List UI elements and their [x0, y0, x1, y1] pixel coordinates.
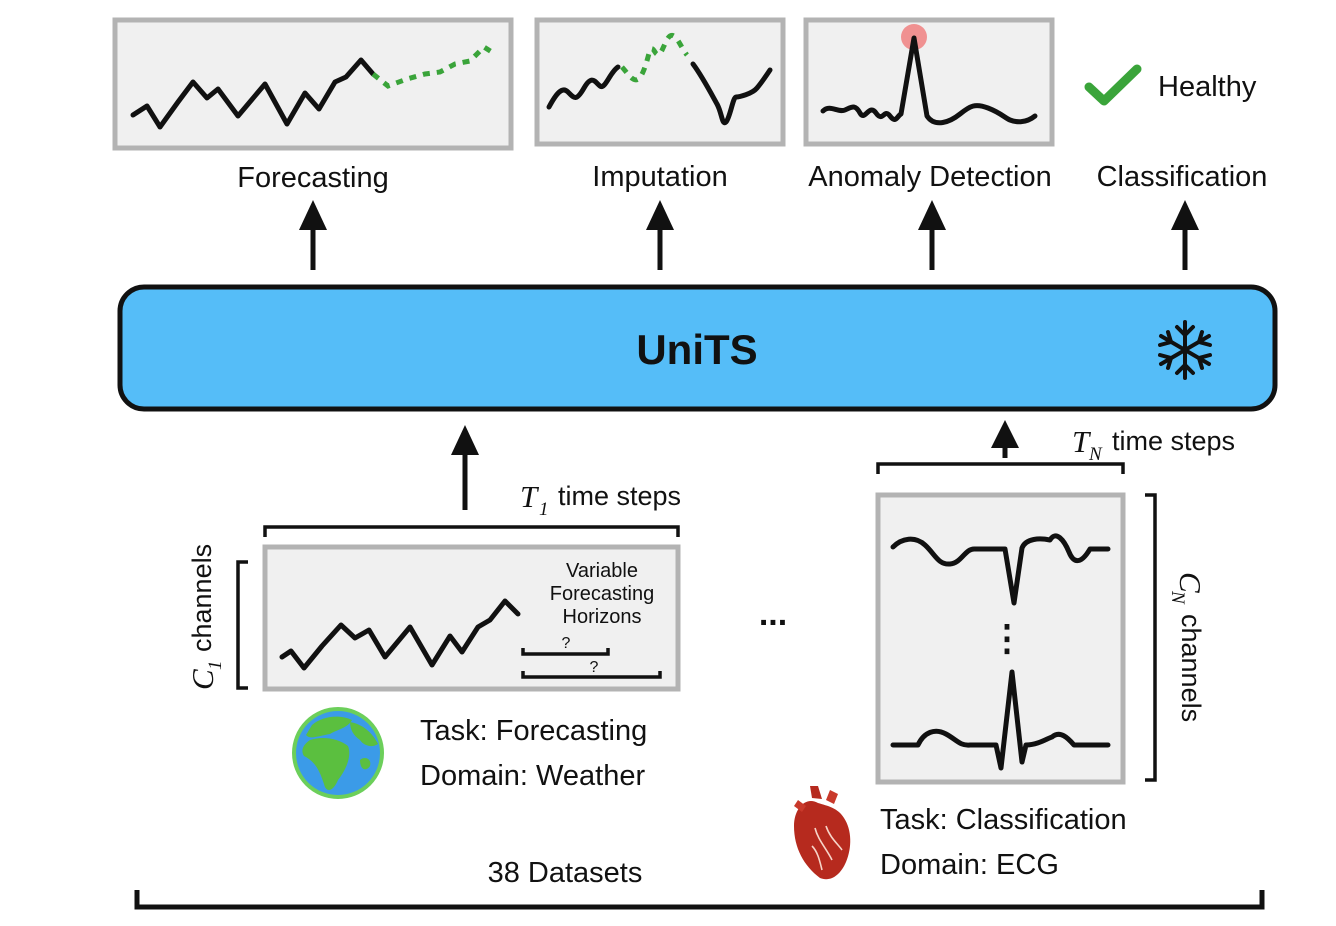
dataset1-channel-bracket — [236, 560, 248, 690]
task-label-classification: Classification — [1097, 161, 1268, 193]
svg-text:channels: channels — [187, 544, 217, 652]
horizon-bracket-short — [521, 648, 610, 656]
datasetN-task: Task: Classification — [880, 804, 1127, 836]
checkmark-icon — [1084, 64, 1142, 106]
datasetN-channel-bracket — [1145, 493, 1157, 782]
model-name: UniTS — [636, 326, 757, 373]
datasets-ellipsis: ... — [759, 595, 787, 633]
task-label-anomaly-detection: Anomaly Detection — [808, 161, 1051, 193]
datasetN-domain: Domain: ECG — [880, 849, 1059, 881]
input-arrow-dataset1 — [451, 425, 479, 510]
observed-series-left — [546, 64, 621, 110]
units-model-block: UniTS — [117, 284, 1278, 412]
model-bar — [117, 284, 1278, 412]
snowflake-icon — [1158, 320, 1212, 380]
datasets-total: 38 Datasets — [488, 857, 643, 889]
horizon-bracket-long — [521, 671, 662, 679]
datasetN-panel: ⋮ — [875, 492, 1126, 785]
svg-text:time steps: time steps — [558, 481, 681, 511]
svg-text:N: N — [1088, 444, 1103, 465]
horizon-mark-long: ? — [590, 659, 599, 676]
svg-text:C: C — [1173, 572, 1208, 593]
output-arrow-classification — [1171, 200, 1199, 270]
task-label-imputation: Imputation — [592, 161, 727, 193]
horizon-label-line2: Forecasting — [550, 583, 655, 605]
svg-text:1: 1 — [539, 499, 549, 520]
observed-series-right — [690, 61, 773, 126]
svg-text:C: C — [185, 669, 220, 690]
svg-text:N: N — [1167, 590, 1188, 605]
svg-text:1: 1 — [205, 661, 226, 671]
signal-series — [820, 35, 1038, 126]
imputed-series — [620, 32, 689, 83]
classification-result: Healthy — [1158, 71, 1257, 103]
svg-text:T: T — [520, 479, 540, 514]
svg-text:channels: channels — [1176, 614, 1206, 722]
svg-text:time steps: time steps — [1112, 426, 1235, 456]
horizon-mark-short: ? — [562, 635, 571, 652]
output-arrow-forecasting — [299, 200, 327, 270]
forecasting-panel — [112, 17, 514, 151]
dataset1-channel-label: C 1 channels — [185, 544, 226, 690]
dataset1-task: Task: Forecasting — [420, 715, 647, 747]
weather-series — [279, 598, 521, 671]
input-arrow-datasetN — [991, 420, 1019, 458]
output-arrow-imputation — [646, 200, 674, 270]
datasets-bracket — [134, 890, 1265, 910]
svg-text:T: T — [1072, 424, 1092, 459]
ecg-channel-bottom — [890, 669, 1111, 771]
heart-icon — [794, 786, 851, 880]
globe-icon — [292, 707, 384, 799]
task-label-forecasting: Forecasting — [237, 162, 389, 194]
horizon-label-line3: Horizons — [563, 606, 642, 628]
ecg-channel-top — [890, 533, 1111, 606]
datasetN-time-label: T N time steps — [1072, 424, 1235, 465]
datasetN-channel-label: C N channels — [1167, 572, 1208, 722]
forecast-series — [371, 43, 497, 89]
output-arrow-anomaly-detection — [918, 200, 946, 270]
dataset1-time-label: T 1 time steps — [520, 479, 681, 520]
imputation-panel — [534, 17, 786, 147]
datasetN-time-bracket — [876, 462, 1125, 474]
dataset1-panel: Variable Forecasting Horizons ? ? — [262, 544, 681, 692]
anomaly-panel — [803, 17, 1055, 147]
dataset1-domain: Domain: Weather — [420, 760, 645, 792]
dataset1-time-bracket — [263, 525, 680, 537]
history-series — [130, 57, 376, 130]
channel-ellipsis: ⋮ — [989, 617, 1025, 658]
horizon-label-line1: Variable — [566, 560, 638, 582]
